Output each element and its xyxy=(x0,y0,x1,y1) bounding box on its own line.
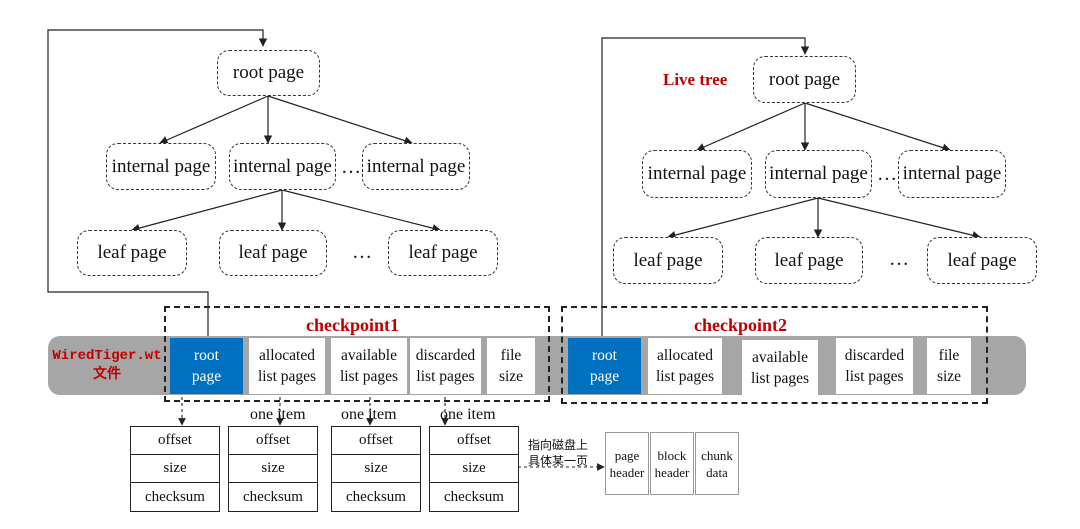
right-internal-page-1: internal page xyxy=(642,150,752,198)
right-internal-ellipsis: … xyxy=(877,163,897,185)
edge-root-internal1 xyxy=(159,95,269,144)
edge-root2-internal1 xyxy=(696,102,806,151)
item-table-allocated: offset size checksum xyxy=(228,426,318,512)
item-label-allocated: one item xyxy=(250,406,306,423)
item-field-offset: offset xyxy=(332,427,420,455)
item-field-size: size xyxy=(229,455,317,483)
left-leaf-page-1: leaf page xyxy=(77,230,187,276)
edge-internal2-leaf3 xyxy=(817,197,981,240)
checkpoint2-root-pointer xyxy=(601,37,810,340)
item-field-size: size xyxy=(430,455,518,483)
item-label-discarded: one item xyxy=(440,406,496,423)
edge-internal-leaf1 xyxy=(131,189,283,233)
item-field-checksum: checksum xyxy=(346,488,406,505)
disk-pointer-note: 指向磁盘上 具体某一页 xyxy=(528,438,589,468)
left-leaf-page-3: leaf page xyxy=(388,230,498,276)
item-field-checksum: checksum xyxy=(243,488,303,505)
checkpoint2-label: checkpoint2 xyxy=(694,315,788,335)
left-root-page: root page xyxy=(217,50,320,96)
right-internal-page-2: internal page xyxy=(765,150,872,198)
cp1-root-page-cell: root page xyxy=(170,338,243,394)
cp2-root-page-cell: root page xyxy=(568,338,641,394)
disk-page-header: page header xyxy=(605,432,649,495)
edge-root-internal3 xyxy=(267,95,413,145)
left-internal-page-2: internal page xyxy=(229,143,336,190)
left-internal-page-1: internal page xyxy=(106,143,216,190)
item-field-offset: offset xyxy=(430,427,518,455)
left-internal-page-3: internal page xyxy=(362,143,470,190)
file-name-label: WiredTiger.wt 文件 xyxy=(50,347,164,385)
file-name-line1: WiredTiger.wt xyxy=(52,348,162,364)
disk-chunk-data: chunk data xyxy=(695,432,739,495)
item-table-discarded: offset size checksum xyxy=(429,426,519,512)
item-field-size: size xyxy=(332,455,420,483)
edge-internal-leaf3 xyxy=(281,189,441,233)
cp2-file-size-cell: file size xyxy=(927,338,971,394)
item-field-offset: offset xyxy=(131,427,219,455)
item-table-root: offset size checksum xyxy=(130,426,220,512)
left-internal-ellipsis: … xyxy=(341,156,361,178)
item-field-size: size xyxy=(131,455,219,483)
right-root-page: root page xyxy=(753,56,856,103)
right-leaf-page-2: leaf page xyxy=(755,237,863,284)
checkpoint1-label: checkpoint1 xyxy=(306,315,400,335)
cp2-discarded-cell: discarded list pages xyxy=(836,338,913,394)
edge-root2-internal3 xyxy=(804,102,951,152)
disk-block-header: block header xyxy=(650,432,694,495)
checkpoint2-box xyxy=(561,306,988,404)
right-internal-page-3: internal page xyxy=(898,150,1006,198)
item-table-available: offset size checksum xyxy=(331,426,421,512)
cp1-discarded-cell: discarded list pages xyxy=(410,338,481,394)
left-leaf-ellipsis: … xyxy=(352,241,372,263)
checkpoint1-box xyxy=(164,306,550,402)
item-field-offset: offset xyxy=(229,427,317,455)
cp1-file-size-cell: file size xyxy=(487,338,535,394)
edge-internal2-leaf1 xyxy=(667,197,819,240)
right-leaf-page-3: leaf page xyxy=(927,237,1037,284)
live-tree-title: Live tree xyxy=(663,70,728,89)
cp2-allocated-cell: allocated list pages xyxy=(648,338,722,394)
checkpoint1-root-pointer xyxy=(47,29,268,340)
item-field-checksum: checksum xyxy=(145,488,205,505)
cp2-available-cell: available list pages xyxy=(742,340,818,396)
file-name-line2: 文件 xyxy=(93,367,121,383)
right-leaf-page-1: leaf page xyxy=(613,237,723,284)
left-leaf-page-2: leaf page xyxy=(219,230,327,276)
cp1-allocated-cell: allocated list pages xyxy=(249,338,325,394)
cp1-available-cell: available list pages xyxy=(331,338,407,394)
right-leaf-ellipsis: … xyxy=(889,248,909,270)
item-label-available: one item xyxy=(341,406,397,423)
item-field-checksum: checksum xyxy=(444,488,504,505)
